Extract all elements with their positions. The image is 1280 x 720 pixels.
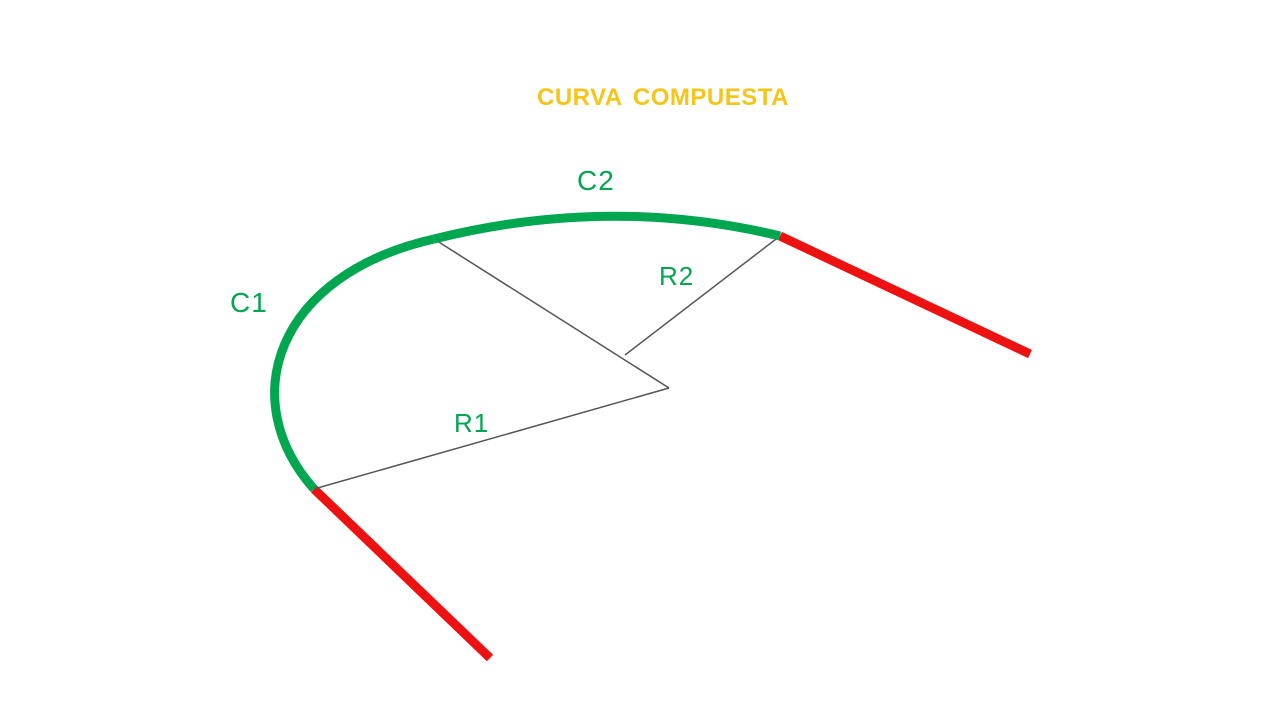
- tangent-line-entry: [310, 485, 494, 662]
- radius-line-r2: [624, 235, 781, 356]
- slide-title: CURVA COMPUESTA: [537, 84, 789, 111]
- radius-line-r1-end: [433, 238, 670, 389]
- label-r1: R1: [454, 408, 489, 438]
- curve-arc-c2: [432, 211, 782, 244]
- label-r2: R2: [659, 261, 694, 291]
- label-c1: C1: [230, 287, 268, 318]
- curve-arc-c1: [270, 234, 435, 492]
- radius-line-r1-start: [313, 387, 670, 490]
- label-c2: C2: [577, 165, 615, 196]
- tangent-line-exit: [778, 231, 1032, 359]
